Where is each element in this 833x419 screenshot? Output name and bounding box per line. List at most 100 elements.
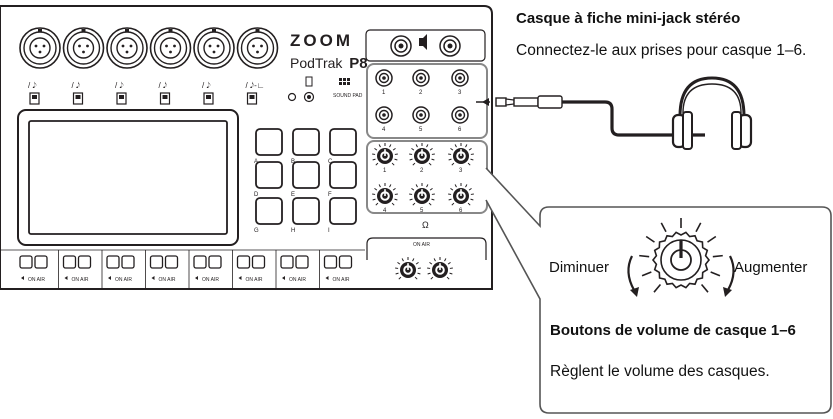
- channel-switch-label: / 𝅘𝅥𝅮: [28, 81, 37, 90]
- channel-switch: / 𝅘𝅥𝅮: [159, 81, 171, 105]
- pad-label: I: [328, 228, 330, 234]
- pad-label: H: [291, 228, 295, 234]
- increase-arrow: [723, 255, 735, 297]
- sound-pad: A: [254, 128, 283, 165]
- xlr-input: [19, 27, 61, 69]
- pad-label: G: [254, 228, 259, 234]
- model-suffix: P8: [349, 55, 367, 72]
- main-headphone-jacks: [365, 29, 486, 62]
- jack-number: 5: [419, 127, 423, 133]
- sound-pad: E: [291, 161, 320, 198]
- volume-knob: 4: [372, 183, 398, 214]
- headphone-cable: [476, 95, 705, 137]
- on-air-label: ON AIR: [159, 277, 176, 283]
- channel-switch-label: / 𝅘𝅥𝅮: [202, 81, 211, 90]
- sound-pad-icon: [339, 78, 350, 85]
- jack-number: 2: [419, 90, 423, 96]
- on-air-label: ON AIR: [72, 277, 89, 283]
- channel-button-pair: ON AIR: [280, 255, 309, 283]
- headphone-jack: 3: [451, 69, 469, 96]
- pad-label: F: [328, 192, 332, 198]
- headphone-symbol: Ω: [422, 220, 429, 230]
- channel-button-pair: ON AIR: [149, 255, 179, 283]
- volume-knob: 6: [448, 183, 474, 214]
- volume-knob: 2: [409, 143, 435, 174]
- channel-switch: / 𝅘𝅥𝅮: [72, 81, 84, 105]
- on-air-label: ON AIR: [246, 277, 263, 283]
- jack-number: 1: [382, 90, 386, 96]
- xlr-input: [106, 27, 148, 69]
- knob-number: 2: [420, 168, 424, 174]
- channel-switch: / 𝅘𝅥𝅮: [202, 81, 214, 105]
- headphone-jack: 4: [375, 106, 393, 133]
- channel-button-pair: ON AIR: [62, 255, 92, 283]
- on-air-label-bottom: ON AIR: [413, 242, 430, 248]
- sound-pad: G: [254, 197, 283, 234]
- pad-label: C: [328, 159, 333, 165]
- volume-knobs: 1 2 3 4 5 6: [372, 143, 474, 214]
- headphone-jacks: 1 2 3 4 5 6: [375, 69, 469, 133]
- headphones-icon: [671, 76, 753, 150]
- channel-switch-label: / 𝅘𝅥𝅮: [115, 81, 124, 90]
- sound-pad: H: [291, 197, 320, 234]
- sound-pad: D: [254, 161, 283, 198]
- model-label: PodTrak: [290, 55, 343, 71]
- channel-button-pair: ON AIR: [236, 255, 266, 283]
- knob-number: 1: [383, 168, 387, 174]
- channel-button-pair: ON AIR: [19, 255, 48, 283]
- sound-pad: C: [328, 128, 357, 165]
- sound-pad: I: [328, 197, 357, 234]
- headphone-jack: 5: [412, 106, 430, 133]
- decrease-label: Diminuer: [549, 259, 610, 276]
- xlr-input: [62, 27, 105, 69]
- xlr-input: [193, 27, 235, 69]
- volume-knob: 5: [409, 183, 435, 214]
- increase-label: Augmenter: [734, 259, 808, 276]
- channel-switch-label: / 𝅘𝅥𝅮: [72, 81, 81, 90]
- jack-number: 6: [458, 127, 462, 133]
- channel-switch-label: / 𝅘𝅥𝅮-∟: [246, 81, 265, 90]
- jack-number: 3: [458, 90, 462, 96]
- headphone-callout-title: Casque à fiche mini-jack stéréo: [516, 10, 741, 27]
- xlr-input: [236, 27, 279, 69]
- knob-callout-description: Règlent le volume des casques.: [550, 363, 770, 380]
- volume-knob: 1: [372, 143, 398, 174]
- model-name: PodTrak P8: [290, 55, 368, 72]
- pad-label: E: [291, 192, 295, 198]
- pad-label: D: [254, 192, 259, 198]
- on-air-knob: [395, 257, 421, 280]
- on-air-label: ON AIR: [289, 277, 306, 283]
- large-knob-illustration: [639, 218, 723, 293]
- knob-number: 5: [420, 208, 424, 214]
- sound-pad: B: [291, 128, 320, 165]
- jack-number: 4: [382, 127, 386, 133]
- channel-button-pair: ON AIR: [106, 255, 135, 283]
- knob-number: 6: [459, 208, 463, 214]
- xlr-inputs: [19, 27, 279, 69]
- knob-number: 3: [459, 168, 463, 174]
- sound-pad-label: SOUND PAD: [333, 93, 363, 99]
- on-air-label: ON AIR: [28, 277, 45, 283]
- headphone-jack: 2: [412, 69, 430, 96]
- on-air-knob: [427, 257, 453, 280]
- xlr-input: [149, 27, 192, 69]
- channel-switch-label: / 𝅘𝅥𝅮: [159, 81, 168, 90]
- channel-switch: / 𝅘𝅥𝅮: [115, 81, 127, 105]
- smartphone-jack: [287, 76, 315, 103]
- headphone-jack: 6: [451, 106, 469, 133]
- channel-switches: / 𝅘𝅥𝅮 / 𝅘𝅥𝅮 / 𝅘𝅥𝅮 / 𝅘𝅥𝅮 / 𝅘𝅥𝅮 / 𝅘𝅥𝅮-∟: [28, 81, 265, 105]
- knob-callout-title: Boutons de volume de casque 1–6: [550, 322, 796, 339]
- on-air-label: ON AIR: [115, 277, 132, 283]
- sound-pads: A B C D E F G H I: [254, 128, 357, 234]
- headphone-callout-description: Connectez-le aux prises pour casque 1–6.: [516, 42, 807, 59]
- on-air-label: ON AIR: [202, 277, 219, 283]
- knob-callout: [485, 167, 832, 414]
- volume-knob: 3: [448, 143, 474, 174]
- on-air-label: ON AIR: [333, 277, 350, 283]
- headphone-jack: 1: [375, 69, 393, 96]
- knob-number: 4: [383, 208, 387, 214]
- pad-label: A: [254, 159, 258, 165]
- pad-label: B: [291, 159, 295, 165]
- zoom-logo: ZOOM: [290, 31, 353, 50]
